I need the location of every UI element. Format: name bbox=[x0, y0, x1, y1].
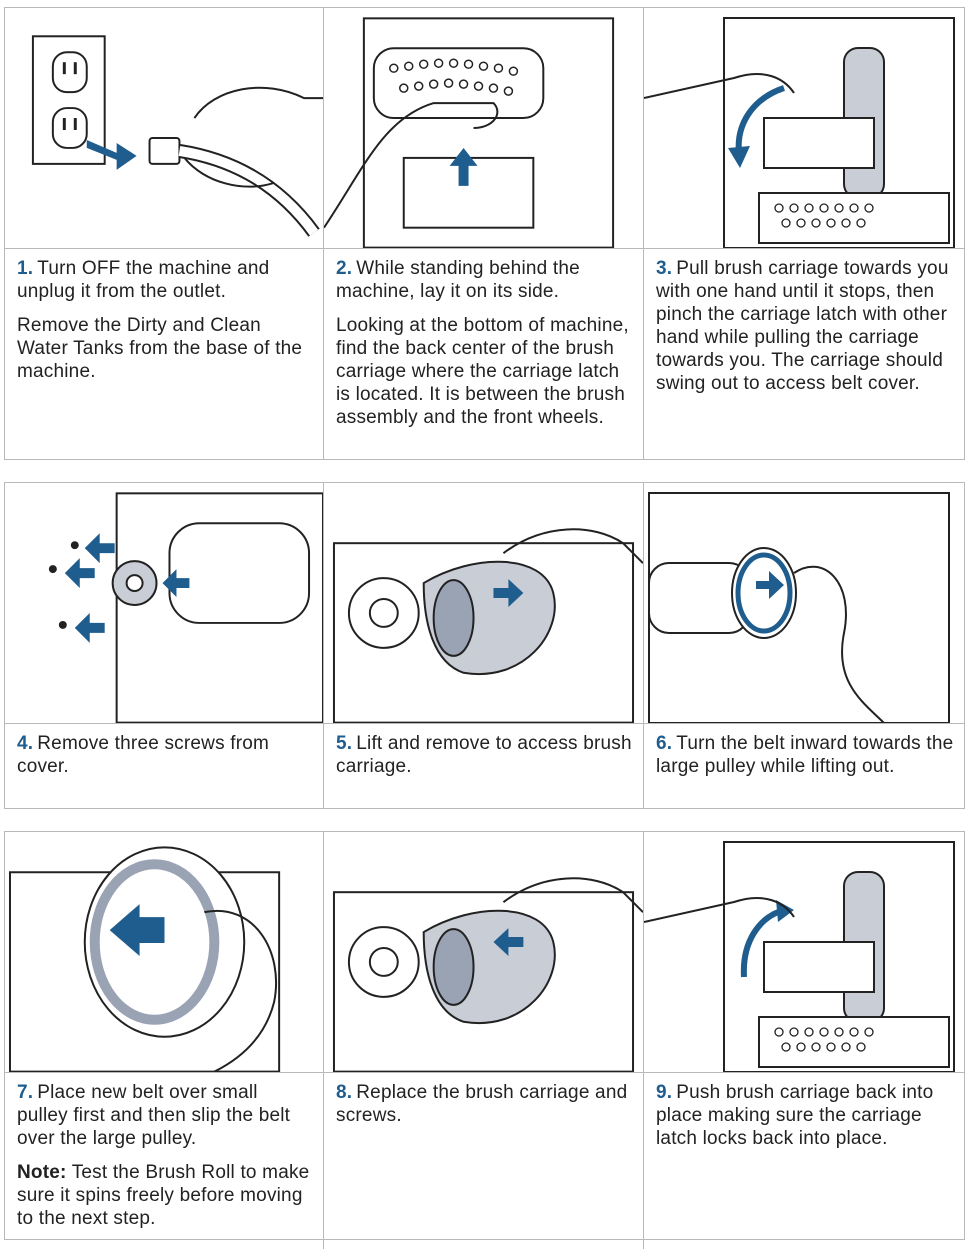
step-8-text: 8.Replace the brush carriage and screws. bbox=[324, 1073, 643, 1146]
replace-cover-illustration bbox=[324, 832, 643, 1073]
step-instruction: Lift and remove to access brush carriage… bbox=[336, 733, 632, 777]
outlet-plug-drawing bbox=[31, 35, 323, 237]
step-instruction: Looking at the bottom of machine, find t… bbox=[336, 315, 629, 428]
install-belt-drawing bbox=[8, 846, 281, 1072]
step-instruction: Remove three screws from cover. bbox=[17, 733, 270, 777]
step-number: 6. bbox=[656, 733, 673, 754]
step-number: 5. bbox=[336, 733, 353, 754]
step-number: 3. bbox=[656, 258, 673, 279]
steps-row-2: 4.Remove three screws from cover. 5.Lift… bbox=[4, 482, 965, 809]
step-5-text: 5.Lift and remove to access brush carria… bbox=[324, 724, 643, 797]
step-9: 9.Push brush carriage back into place ma… bbox=[644, 832, 964, 1249]
step-4-text: 4.Remove three screws from cover. bbox=[5, 724, 323, 797]
carriage-latch-drawing bbox=[324, 17, 615, 248]
step-5: 5.Lift and remove to access brush carria… bbox=[324, 483, 644, 808]
step-instruction: Push brush carriage back into place maki… bbox=[656, 1082, 934, 1149]
unplug-outlet-illustration bbox=[5, 8, 323, 249]
remove-belt-drawing bbox=[648, 492, 950, 723]
step-3-text: 3.Pull brush carriage towards you with o… bbox=[644, 249, 964, 414]
steps-row-3: 7.Place new belt over small pulley first… bbox=[4, 831, 965, 1249]
remove-screws-illustration bbox=[5, 483, 323, 724]
lift-cover-drawing bbox=[332, 528, 643, 723]
step-instruction: Place new belt over small pulley first a… bbox=[17, 1082, 291, 1149]
note-text: Test the Brush Roll to make sure it spin… bbox=[17, 1162, 310, 1229]
step-number: 9. bbox=[656, 1082, 673, 1103]
step-instruction: While standing behind the machine, lay i… bbox=[336, 258, 580, 302]
step-7: 7.Place new belt over small pulley first… bbox=[5, 832, 324, 1249]
step-number: 2. bbox=[336, 258, 353, 279]
step-instruction: Replace the brush carriage and screws. bbox=[336, 1082, 628, 1126]
install-belt-illustration bbox=[5, 832, 323, 1073]
step-2-text: 2.While standing behind the machine, lay… bbox=[324, 249, 643, 448]
step-6-text: 6.Turn the belt inward towards the large… bbox=[644, 724, 964, 797]
steps-row-1: 1.Turn OFF the machine and unplug it fro… bbox=[4, 7, 965, 460]
swing-carriage-out-illustration bbox=[644, 8, 964, 249]
step-instruction: Pull brush carriage towards you with one… bbox=[656, 258, 949, 394]
remove-belt-illustration bbox=[644, 483, 964, 724]
swing-carriage-drawing bbox=[644, 17, 955, 248]
step-8: 8.Replace the brush carriage and screws. bbox=[324, 832, 644, 1249]
push-carriage-back-illustration bbox=[644, 832, 964, 1073]
lift-cover-illustration bbox=[324, 483, 643, 724]
step-number: 8. bbox=[336, 1082, 353, 1103]
remove-screws-drawing bbox=[48, 492, 323, 723]
step-instruction: Remove the Dirty and Clean Water Tanks f… bbox=[17, 315, 303, 382]
step-1: 1.Turn OFF the machine and unplug it fro… bbox=[5, 8, 324, 459]
step-number: 4. bbox=[17, 733, 34, 754]
step-3: 3.Pull brush carriage towards you with o… bbox=[644, 8, 964, 459]
carriage-latch-illustration bbox=[324, 8, 643, 249]
note-label: Note: bbox=[17, 1162, 67, 1183]
step-number: 7. bbox=[17, 1082, 34, 1103]
step-2: 2.While standing behind the machine, lay… bbox=[324, 8, 644, 459]
step-instruction: Turn OFF the machine and unplug it from … bbox=[17, 258, 270, 302]
step-1-text: 1.Turn OFF the machine and unplug it fro… bbox=[5, 249, 323, 402]
step-6: 6.Turn the belt inward towards the large… bbox=[644, 483, 964, 808]
step-note: Note: Test the Brush Roll to make sure i… bbox=[17, 1161, 313, 1230]
step-instruction: Turn the belt inward towards the large p… bbox=[656, 733, 954, 777]
replace-cover-drawing bbox=[332, 877, 643, 1072]
step-4: 4.Remove three screws from cover. bbox=[5, 483, 324, 808]
step-7-text: 7.Place new belt over small pulley first… bbox=[5, 1073, 323, 1249]
step-number: 1. bbox=[17, 258, 34, 279]
step-9-text: 9.Push brush carriage back into place ma… bbox=[644, 1073, 964, 1169]
push-carriage-drawing bbox=[644, 841, 955, 1072]
